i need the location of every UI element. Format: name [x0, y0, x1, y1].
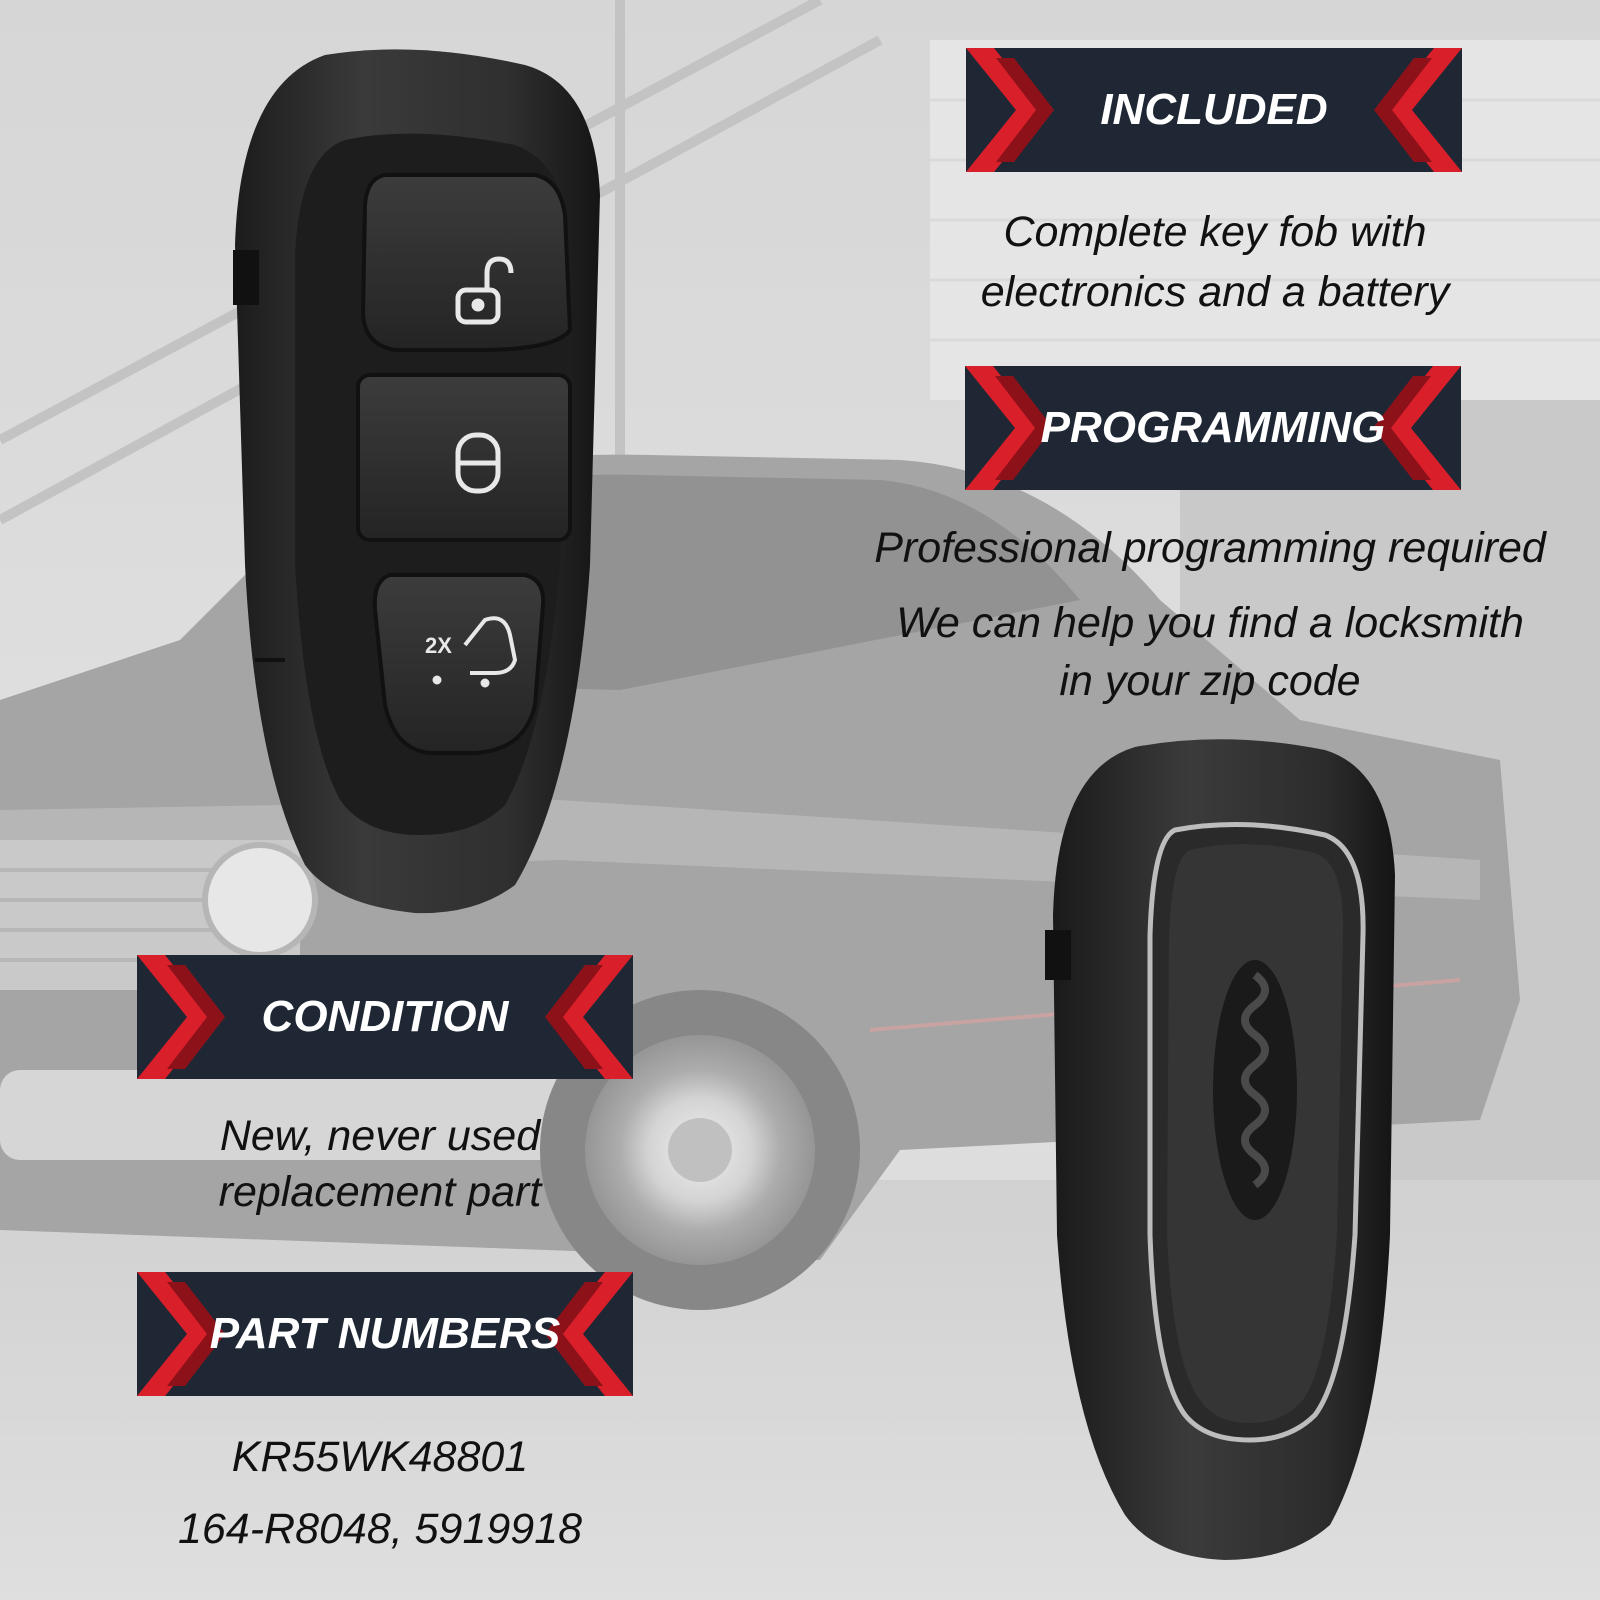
chevron-left-icon: [545, 1272, 633, 1396]
part-number-secondary: 164-R8048, 5919918: [177, 1505, 583, 1553]
chevron-right-icon: [966, 48, 1054, 172]
chevron-right-icon: [965, 366, 1053, 490]
chevron-left-icon: [1374, 48, 1462, 172]
chevron-right-icon: [137, 955, 225, 1079]
programming-text-required: Professional programming required: [874, 524, 1546, 572]
banner-included-label: INCLUDED: [1100, 85, 1328, 134]
oval-emblem-icon: [1213, 960, 1297, 1220]
chevron-left-icon: [1373, 366, 1461, 490]
lock-icon[interactable]: [455, 432, 501, 494]
chevron-right-icon: [137, 1272, 225, 1396]
banner-condition-label: CONDITION: [261, 992, 509, 1041]
trunk-2x-label: 2X: [425, 633, 452, 658]
part-number-primary: KR55WK48801: [231, 1433, 529, 1481]
key-fob-back: [1045, 739, 1395, 1560]
banner-condition: CONDITION: [137, 955, 633, 1079]
trunk-icon[interactable]: [432, 616, 518, 688]
included-line-1: Complete key fob with: [1003, 208, 1427, 256]
condition-text: New, never used replacement part: [130, 1108, 630, 1220]
programming-text-help: We can help you find a locksmith in your…: [820, 594, 1600, 710]
chevron-left-icon: [545, 955, 633, 1079]
banner-part-numbers-label: PART NUMBERS: [209, 1309, 561, 1358]
included-text: Complete key fob with electronics and a …: [900, 202, 1530, 322]
banner-part-numbers: PART NUMBERS: [137, 1272, 633, 1396]
banner-programming-label: PROGRAMMING: [1040, 403, 1386, 452]
condition-line-2: replacement part: [218, 1168, 542, 1216]
unlock-icon[interactable]: [455, 256, 514, 325]
programming-help-line-1: We can help you find a locksmith: [896, 599, 1524, 647]
banner-programming: PROGRAMMING: [965, 366, 1461, 490]
included-line-2: electronics and a battery: [980, 268, 1450, 316]
banner-included: INCLUDED: [966, 48, 1462, 172]
condition-line-1: New, never used: [219, 1112, 541, 1160]
key-fob-front: 2X: [233, 49, 600, 914]
programming-help-line-2: in your zip code: [1059, 657, 1361, 705]
